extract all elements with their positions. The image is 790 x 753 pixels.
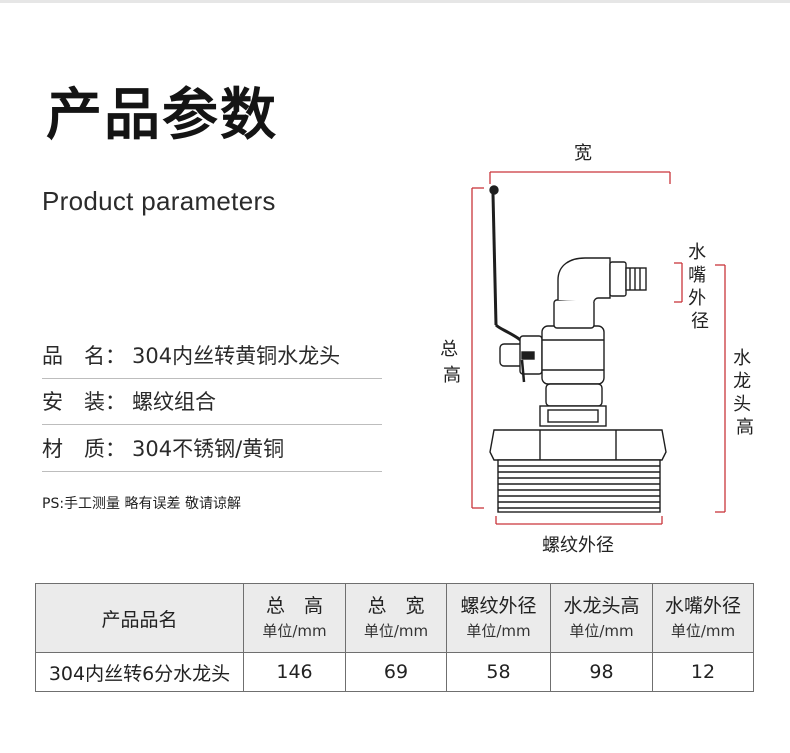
page-subtitle: Product parameters: [42, 186, 276, 216]
spec-label: 材 质：: [42, 437, 126, 461]
thread-diameter-label: 螺纹外径: [542, 535, 614, 556]
table-cell: 98: [550, 652, 653, 692]
nozzle-diameter-label: 水 嘴 外 径: [688, 242, 712, 332]
spec-value: 304内丝转黄铜水龙头: [132, 344, 341, 368]
spec-row-name: 品 名：304内丝转黄铜水龙头: [42, 334, 382, 379]
width-label: 宽: [574, 143, 592, 164]
table-row: 304内丝转6分水龙头 146 69 58 98 12: [35, 652, 754, 692]
spec-row-install: 安 装：螺纹组合: [42, 380, 382, 425]
table-cell: 146: [243, 652, 346, 692]
table-header-cell: 总 宽单位/mm: [345, 583, 447, 653]
table-cell: 58: [446, 652, 551, 692]
tap-height-label: 水 龙 头 高: [733, 348, 757, 438]
table-header-cell: 水龙头高单位/mm: [550, 583, 653, 653]
table-cell-name: 304内丝转6分水龙头: [35, 652, 244, 692]
spec-label: 品 名：: [42, 344, 126, 368]
spec-row-material: 材 质：304不锈钢/黄铜: [42, 427, 382, 472]
parameters-table: 产品品名 总 高单位/mm 总 宽单位/mm 螺纹外径单位/mm 水龙头高单位/…: [35, 583, 754, 692]
table-header-cell: 螺纹外径单位/mm: [446, 583, 551, 653]
table-cell: 69: [345, 652, 447, 692]
measurement-note: PS:手工测量 略有误差 敬请谅解: [42, 496, 241, 512]
table-header-row: 产品品名 总 高单位/mm 总 宽单位/mm 螺纹外径单位/mm 水龙头高单位/…: [35, 583, 754, 653]
product-diagram: 宽 总 高 水 嘴 外 径 水 龙 头 高 螺纹外径: [440, 143, 757, 556]
dimension-lines: [471, 171, 726, 525]
top-rule: [0, 0, 790, 3]
total-height-label: 总 高: [440, 339, 464, 386]
table-header-cell: 水嘴外径单位/mm: [652, 583, 754, 653]
spec-label: 安 装：: [42, 390, 126, 414]
table-header-name: 产品品名: [35, 583, 244, 653]
page-title: 产品参数: [46, 83, 278, 148]
faucet-drawing: [489, 185, 667, 513]
spec-value: 304不锈钢/黄铜: [132, 437, 285, 461]
table-header-cell: 总 高单位/mm: [243, 583, 346, 653]
spec-value: 螺纹组合: [132, 390, 216, 414]
table-cell: 12: [652, 652, 754, 692]
